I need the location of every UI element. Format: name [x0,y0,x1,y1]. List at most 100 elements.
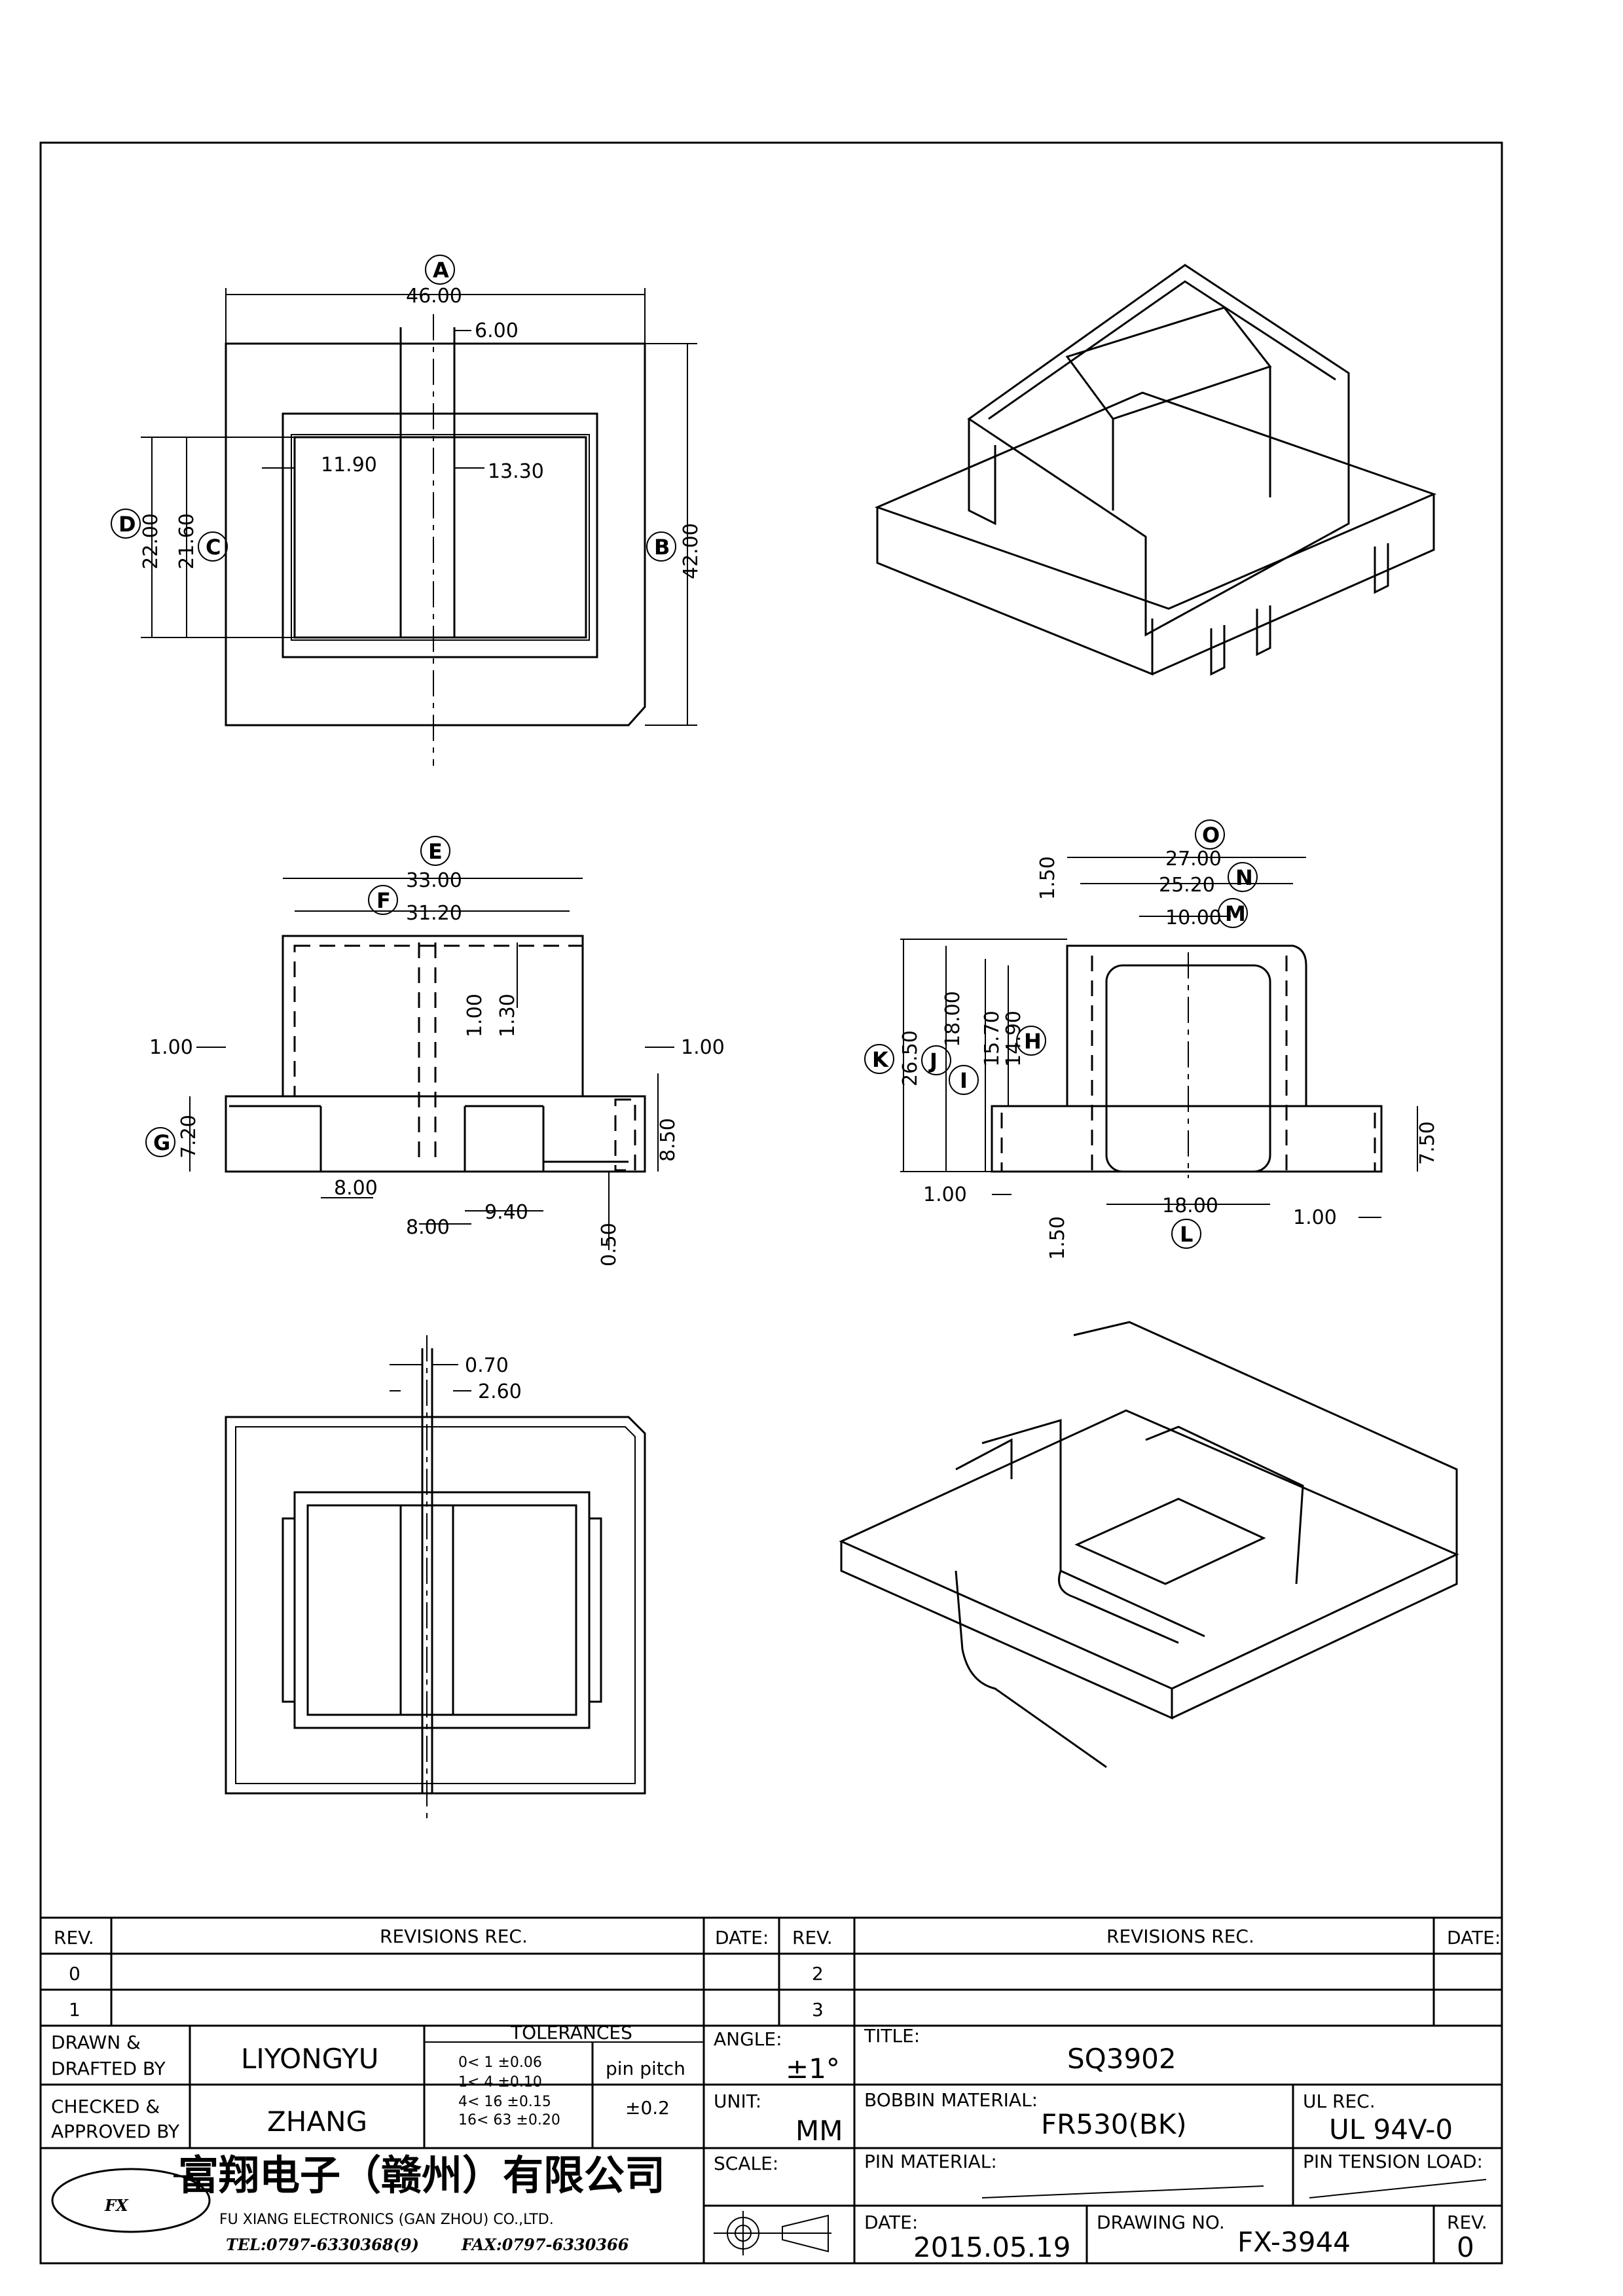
isometric-view-bottom [839,1321,1459,1768]
side-view [900,857,1418,1218]
dim-I: 15.70 [981,1011,1004,1067]
tolerance-1: 0< 1 ±0.06 [458,2054,542,2071]
dim-left-1-00: 1.00 [923,1183,967,1206]
svg-text:O: O [1202,823,1220,848]
company-tel: TEL:0797-6330368(9) [226,2235,419,2254]
svg-text:N: N [1235,865,1253,890]
pin-pitch-label: pin pitch [606,2058,685,2079]
dim-M: 10.00 [1165,906,1222,929]
svg-text:B: B [654,535,670,560]
scale-label: SCALE: [714,2153,778,2174]
dim-N: 25.20 [1159,874,1215,897]
dim-D: 22.00 [139,513,162,569]
dim-1-00: 1.00 [464,994,486,1037]
dim-7-50: 7.50 [1416,1121,1439,1165]
label-O: O [1195,819,1225,850]
front-view [189,878,674,1250]
dim-left-width: 11.90 [321,454,377,476]
company-fax: FAX:0797-6330366 [461,2235,629,2254]
dim-side-right: 1.00 [681,1036,725,1059]
dim-bot-1-50: 1.50 [1046,1216,1069,1260]
bobbin-label: BOBBIN MATERIAL: [864,2089,1038,2111]
bottom-view [225,1335,646,1820]
title-block [41,1916,1502,2263]
rev-row-1: 1 [69,1999,81,2020]
sheet-border [39,141,1503,2265]
svg-text:K: K [872,1047,889,1072]
svg-text:M: M [1225,901,1246,926]
label-C: C [198,531,228,562]
company-logo-icon: FX [104,2196,129,2215]
label-D: D [111,509,141,539]
label-L: L [1171,1219,1201,1249]
label-N: N [1228,862,1258,892]
rev-header-right: REV. [792,1927,833,1948]
label-J: J [921,1045,951,1075]
label-K: K [864,1044,894,1074]
rev-row-3: 3 [812,1999,824,2020]
date-label: DATE: [864,2212,918,2233]
dim-8-00-b: 8.00 [406,1216,450,1239]
dim-side-left: 1.00 [149,1036,193,1059]
svg-text:H: H [1024,1029,1042,1054]
rev-row-0: 0 [69,1963,81,1984]
label-F: F [368,885,398,915]
revisions-header-left: REVISIONS REC. [380,1926,528,1947]
dim-C: 21.60 [175,513,198,569]
angle-value: ±1° [786,2053,840,2085]
pin-material-label: PIN MATERIAL: [864,2151,997,2172]
dim-slot: 6.00 [475,319,519,342]
company-name-cn: 富翔电子（赣州）有限公司 [178,2151,665,2199]
pin-pitch-value: ±0.2 [625,2097,670,2119]
unit-value: MM [795,2115,843,2147]
drawing-no-value: FX-3944 [1237,2226,1351,2258]
svg-text:D: D [119,512,136,537]
dim-H: 14.90 [1002,1011,1025,1067]
dim-E: 33.00 [406,869,462,892]
top-view [141,288,697,766]
angle-label: ANGLE: [714,2028,782,2050]
dim-G: 7.20 [177,1115,200,1158]
label-M: M [1218,898,1248,928]
rev-row-2: 2 [812,1963,824,1984]
dim-pin-0-70: 0.70 [465,1354,509,1377]
label-H: H [1016,1026,1046,1056]
ul-label: UL REC. [1303,2090,1376,2112]
label-G: G [145,1127,175,1157]
title-value: SQ3902 [1067,2043,1176,2075]
date-header-right: DATE: [1447,1927,1501,1948]
unit-label: UNIT: [714,2090,761,2112]
dim-B: 42.00 [680,523,702,579]
title-label: TITLE: [864,2025,920,2047]
label-E: E [420,836,450,866]
rev-label: REV. [1447,2212,1487,2233]
dim-0-50: 0.50 [598,1223,621,1266]
label-B: B [646,531,676,562]
isometric-view-top [874,264,1437,676]
dim-J: 18.00 [941,991,964,1047]
svg-text:L: L [1180,1222,1193,1247]
ul-value: UL 94V-0 [1329,2113,1453,2145]
revisions-header-right: REVISIONS REC. [1106,1926,1254,1947]
dim-gap-2-60: 2.60 [478,1380,522,1403]
dim-top-1-50: 1.50 [1036,856,1059,900]
dim-9-40: 9.40 [484,1201,528,1224]
svg-text:F: F [376,888,391,913]
svg-text:J: J [928,1049,938,1073]
dim-right-1-00: 1.00 [1293,1206,1337,1229]
svg-text:I: I [960,1068,968,1093]
svg-text:G: G [153,1130,170,1155]
svg-text:C: C [206,535,221,560]
dim-K: 26.50 [899,1030,922,1086]
checked-label-2: APPROVED BY [51,2121,180,2142]
drawn-label-2: DRAFTED BY [51,2058,166,2079]
label-A: A [425,255,455,285]
dim-1-30: 1.30 [496,994,519,1037]
tolerances-title: TOLERANCES [510,2022,632,2043]
dim-8-00-a: 8.00 [334,1177,378,1200]
checked-label-1: CHECKED & [51,2096,160,2117]
bobbin-value: FR530(BK) [1041,2108,1187,2140]
pin-tension-label: PIN TENSION LOAD: [1303,2151,1483,2172]
